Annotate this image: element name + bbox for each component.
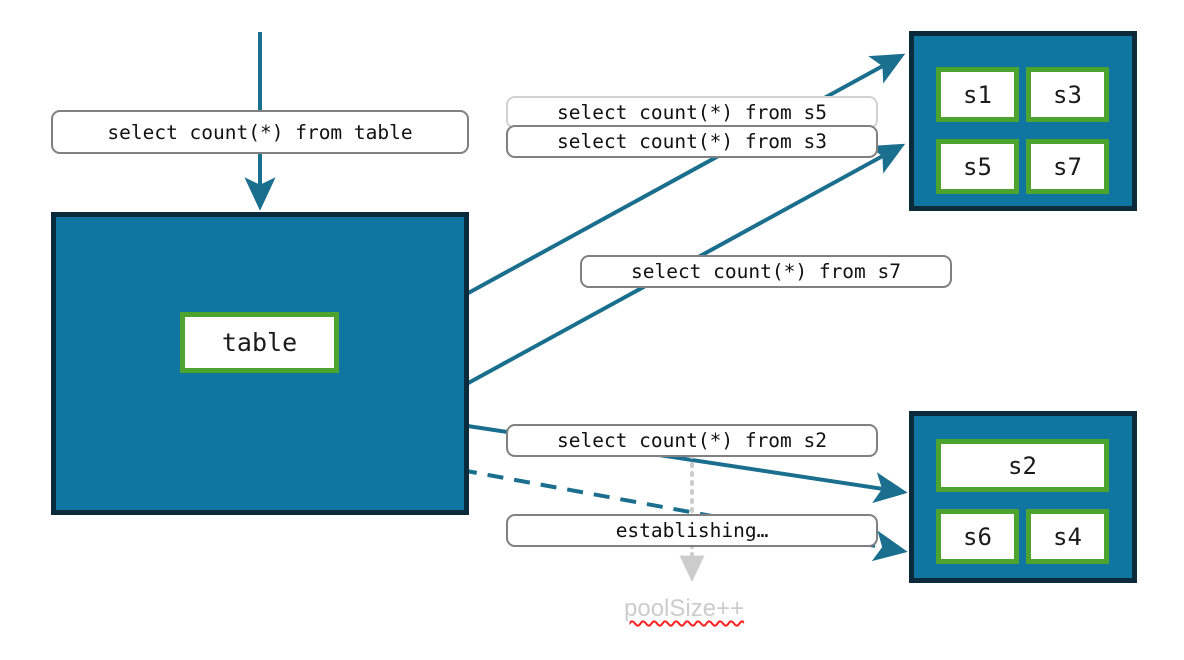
node-s7[interactable]: s7	[1026, 139, 1109, 194]
message-select-from-s2[interactable]: select count(*) from s2	[506, 424, 878, 457]
node-s1[interactable]: s1	[936, 67, 1019, 122]
message-select-from-s7[interactable]: select count(*) from s7	[580, 255, 952, 288]
message-select-from-table[interactable]: select count(*) from table	[51, 110, 469, 154]
node-s4[interactable]: s4	[1026, 509, 1109, 564]
annotation-poolsize-increment: poolSize++	[624, 595, 745, 622]
node-s2[interactable]: s2	[936, 439, 1109, 492]
node-s6[interactable]: s6	[936, 509, 1019, 564]
message-select-from-s3[interactable]: select count(*) from s3	[506, 125, 878, 158]
node-s5[interactable]: s5	[936, 139, 1019, 194]
node-table[interactable]: table	[180, 312, 339, 373]
node-s3[interactable]: s3	[1026, 67, 1109, 122]
message-establishing[interactable]: establishing…	[506, 514, 878, 547]
